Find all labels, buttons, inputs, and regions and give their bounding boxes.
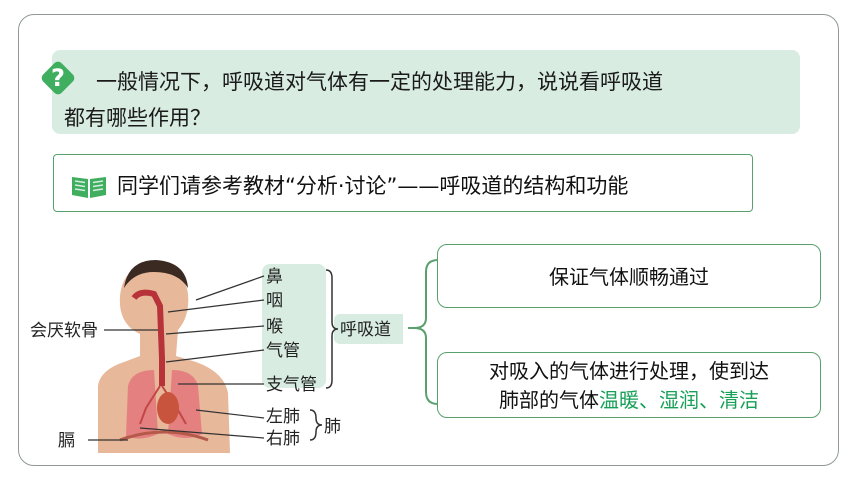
- airway-label-panel: [262, 264, 326, 388]
- label-trachea: 气管: [266, 341, 300, 361]
- label-respiratory-tract: 呼吸道: [340, 320, 391, 340]
- question-text-line2: 都有哪些作用？: [64, 106, 211, 130]
- airway-group-panel: [334, 314, 403, 344]
- question-banner: [52, 50, 800, 134]
- label-epiglottis: 会厌软骨: [30, 321, 98, 341]
- function-text-line2: 肺部的气体温暖、湿润、清洁: [438, 386, 820, 415]
- label-bronchi: 支气管: [266, 375, 317, 395]
- hint-box: [53, 154, 753, 212]
- function-text-prefix: 肺部的气体: [499, 388, 599, 412]
- label-lungs: 肺: [324, 417, 341, 437]
- label-right-lung: 右肺: [266, 429, 300, 449]
- label-pharynx: 咽: [266, 291, 283, 311]
- function-box-smooth-passage: 保证气体顺畅通过: [437, 244, 821, 308]
- label-nose: 鼻: [266, 267, 283, 287]
- label-left-lung: 左肺: [266, 407, 300, 427]
- respiratory-system-diagram: 鼻 咽 喉 气管 支气管 呼吸道 会厌软骨 左肺 右肺 肺 膈: [30, 260, 403, 453]
- function-box-air-processing: 对吸入的气体进行处理，使到达 肺部的气体温暖、湿润、清洁: [437, 352, 821, 418]
- human-figure: [98, 260, 230, 453]
- hint-text: 同学们请参考教材“分析·讨论”——呼吸道的结构和功能: [117, 174, 629, 198]
- function-highlight: 温暖、湿润、清洁: [599, 388, 759, 412]
- label-diaphragm: 膈: [58, 431, 75, 451]
- open-book-icon: [72, 177, 106, 198]
- function-connector: [408, 259, 439, 405]
- function-text-line1: 对吸入的气体进行处理，使到达: [489, 359, 769, 383]
- question-mark-icon: ?: [41, 61, 75, 95]
- svg-text:?: ?: [51, 64, 65, 92]
- question-text-line1: 一般情况下，呼吸道对气体有一定的处理能力，说说看呼吸道: [96, 70, 663, 94]
- label-larynx: 喉: [266, 317, 283, 337]
